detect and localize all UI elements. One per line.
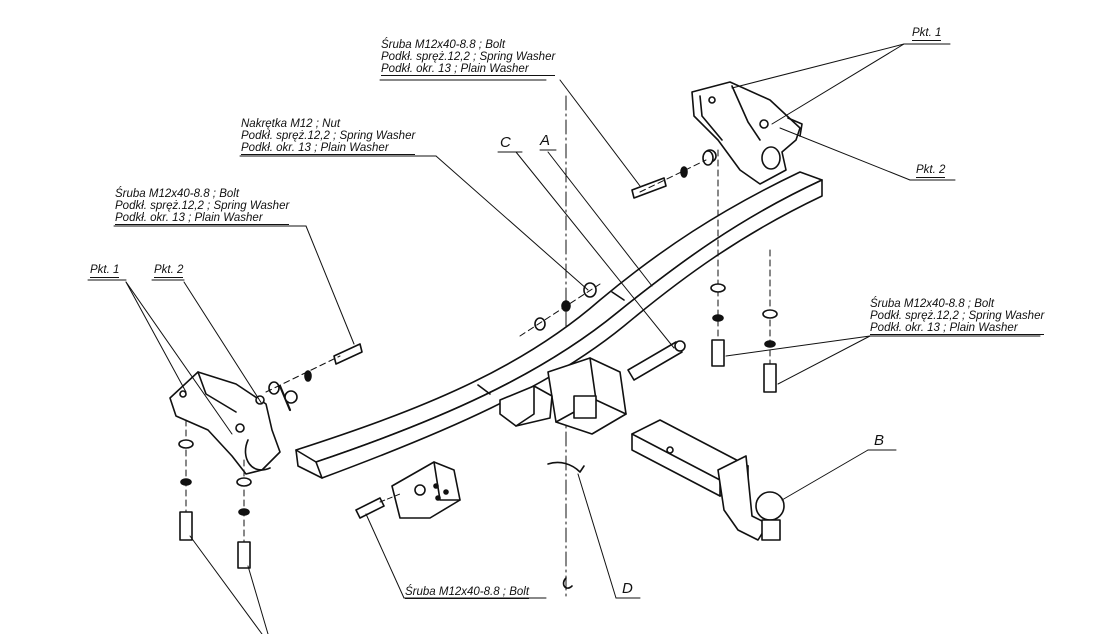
point-label-pkt1-left: Pkt. 1 [90, 264, 120, 278]
point-label-pkt1-right: Pkt. 1 [912, 27, 942, 41]
callout-bottom-bolt: Śruba M12x40-8.8 ; Bolt [405, 586, 530, 599]
callout-line: Śruba M12x40-8.8 ; Bolt [870, 298, 995, 310]
callout-line: Podkł. okr. 13 ; Plain Washer [241, 142, 416, 155]
point-label-pkt2-right: Pkt. 2 [916, 164, 946, 178]
callout-line: Śruba M12x40-8.8 ; Bolt [405, 586, 530, 599]
callout-line: Podkł. okr. 13 ; Plain Washer [870, 322, 1045, 335]
callout-right-bolt: Śruba M12x40-8.8 ; Bolt Podkł. spręż.12,… [870, 298, 1045, 335]
receiver-housing [499, 357, 627, 435]
part-letter-c: C [500, 134, 511, 151]
safety-chain-plate [391, 461, 461, 519]
ball-mount [631, 419, 785, 541]
callout-line: Podkł. spręż.12,2 ; Spring Washer [241, 130, 416, 142]
callout-line: Śruba M12x40-8.8 ; Bolt [381, 39, 506, 51]
leader-lines [87, 43, 1041, 634]
part-letter-a: A [540, 132, 551, 149]
nut-set [519, 282, 601, 337]
callout-line: Nakrętka M12 ; Nut [241, 118, 341, 130]
left-bolt-set [265, 343, 363, 395]
part-letter-d: D [622, 580, 633, 597]
callout-nut: Nakrętka M12 ; Nut Podkł. spręż.12,2 ; S… [241, 118, 416, 155]
callout-line: Podkł. spręż.12,2 ; Spring Washer [870, 310, 1045, 322]
callout-left-bolt: Śruba M12x40-8.8 ; Bolt Podkł. spręż.12,… [115, 188, 290, 225]
part-letter-b: B [874, 432, 885, 449]
top-bolt-set [631, 150, 714, 199]
right-vertical-bolt-sets [710, 149, 778, 393]
left-mounting-bracket [169, 371, 298, 475]
right-mounting-bracket [691, 81, 803, 185]
left-vertical-bolt-sets [178, 419, 252, 569]
hitch-pin [627, 340, 686, 381]
callout-line: Podkł. spręż.12,2 ; Spring Washer [381, 51, 556, 63]
callout-line: Śruba M12x40-8.8 ; Bolt [115, 188, 240, 200]
bottom-bolt [355, 493, 401, 519]
callout-line: Podkł. okr. 13 ; Plain Washer [381, 63, 556, 76]
callout-line: Podkł. okr. 13 ; Plain Washer [115, 212, 290, 225]
main-cross-beam [295, 171, 823, 479]
callout-top-bolt: Śruba M12x40-8.8 ; Bolt Podkł. spręż.12,… [381, 39, 556, 76]
spring-clip [547, 461, 585, 589]
callout-line: Podkł. spręż.12,2 ; Spring Washer [115, 200, 290, 212]
point-label-pkt2-left: Pkt. 2 [154, 264, 184, 278]
